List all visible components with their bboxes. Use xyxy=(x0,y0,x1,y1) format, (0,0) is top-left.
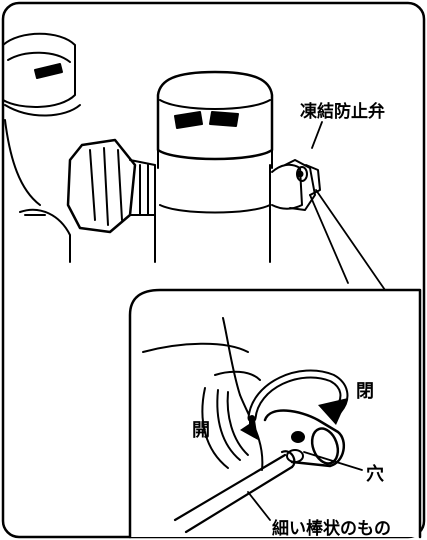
valve-leader-line xyxy=(311,121,323,149)
label-thin-rod: 細い棒状のもの xyxy=(272,519,391,539)
label-hole: 穴 xyxy=(366,464,384,485)
label-open: 開 xyxy=(192,420,210,441)
faucet-body xyxy=(2,32,321,263)
zoom-line-right xyxy=(315,189,386,291)
label-antifreeze-valve: 凍結防止弁 xyxy=(300,102,385,122)
detail-inset xyxy=(128,288,422,539)
label-close: 閉 xyxy=(356,381,374,402)
zoom-line-left xyxy=(309,194,349,284)
